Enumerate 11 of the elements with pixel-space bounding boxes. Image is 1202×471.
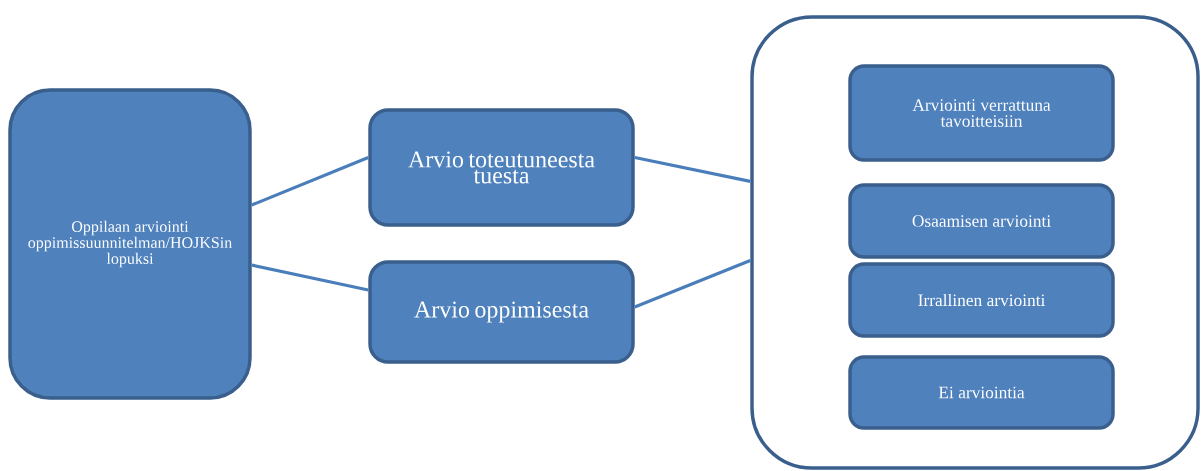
connector-line: [634, 259, 751, 309]
connector-line: [251, 156, 369, 207]
rounded-box: Arviointi verrattuna tavoitteisiin: [848, 64, 1115, 162]
rounded-box: Oppilaan arviointi oppimissuunnitelman/HOJKSin lopuksi: [8, 88, 252, 400]
rounded-box: Irrallinen arviointi: [848, 262, 1115, 338]
rounded-box: Arvio toteutuneesta tuesta: [368, 108, 635, 227]
connector-line: [251, 263, 369, 292]
rounded-box: Arvio oppimisesta: [368, 260, 635, 364]
connector-line: [634, 155, 751, 183]
rounded-box: Osaamisen arviointi: [848, 183, 1115, 259]
rounded-box: Ei arviointia: [848, 355, 1115, 430]
